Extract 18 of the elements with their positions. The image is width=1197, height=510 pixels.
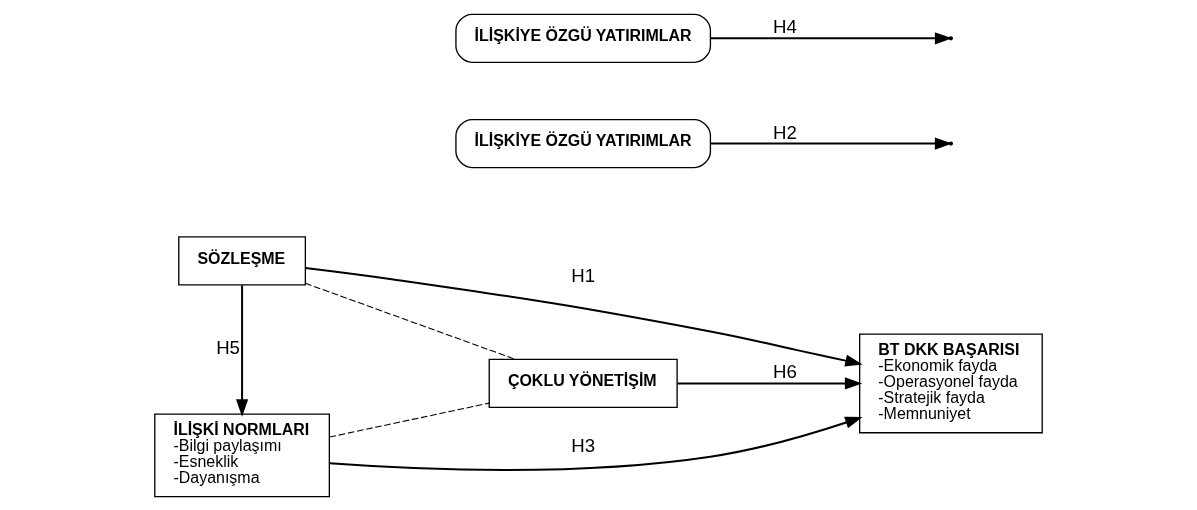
edge-label: H4 bbox=[773, 15, 797, 37]
edge-label: H1 bbox=[571, 264, 596, 286]
edge-label: H3 bbox=[571, 434, 596, 456]
edge-label: H6 bbox=[773, 360, 797, 382]
edge-label: H5 bbox=[216, 336, 241, 358]
arrow bbox=[328, 416, 863, 471]
node-box: SÖZLEŞME bbox=[178, 235, 307, 285]
node-box: BT DKK BAŞARISI -Ekonomik fayda -Operasyonel fayda -Stratejik fayda -Memnuniyet bbox=[859, 332, 1043, 433]
arrow bbox=[236, 283, 249, 417]
connector bbox=[304, 282, 517, 360]
node-box: İLİŞKİ NORMLARI -Bilgi paylaşımı -Esneklik -Dayanışma bbox=[154, 412, 330, 497]
node-box: İLİŞKİYE ÖZGÜ YATIRIMLAR bbox=[455, 13, 712, 63]
arrow bbox=[676, 376, 863, 389]
node-box: İLİŞKİYE ÖZGÜ YATIRIMLAR bbox=[455, 118, 712, 168]
node-box: ÇOKLU YÖNETİŞİM bbox=[488, 358, 678, 408]
arrow bbox=[304, 266, 863, 367]
edge-label: H2 bbox=[773, 121, 797, 143]
connector bbox=[329, 402, 490, 438]
